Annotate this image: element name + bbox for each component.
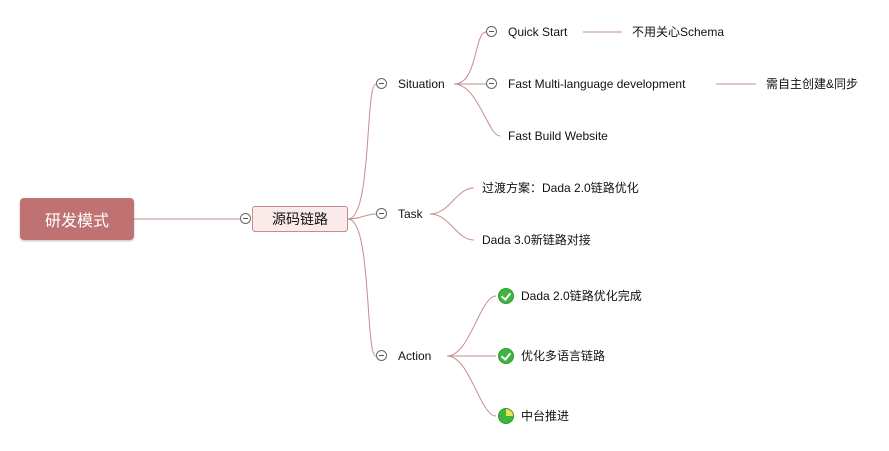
situation-node[interactable]: Situation [398,77,445,91]
connector-situation-quickstart [453,31,487,85]
connector-main-situation [347,83,377,220]
zhongtai-node[interactable]: 中台推进 [521,409,570,423]
collapse-multilang-icon[interactable] [486,78,497,89]
website-node[interactable]: Fast Build Website [508,129,608,143]
multilang-node[interactable]: Fast Multi-language development [508,77,686,91]
collapse-action-icon[interactable] [376,350,387,361]
collapse-task-icon[interactable] [376,208,387,219]
connector-task-transition [429,187,475,215]
done-check-icon [498,348,514,364]
task-node[interactable]: Task [398,207,423,221]
collapse-situation-icon[interactable] [376,78,387,89]
connector-task-dada3 [429,213,475,241]
root-node[interactable]: 研发模式 [20,198,134,240]
connector-action-zhongtai [446,355,497,417]
dada3-node[interactable]: Dada 3.0新链路对接 [482,233,591,247]
progress-pie-icon [498,408,514,424]
quickstart-note-node[interactable]: 不用关心Schema [632,25,725,39]
multilang-done-node[interactable]: 优化多语言链路 [521,349,606,363]
collapse-quickstart-icon[interactable] [486,26,497,37]
done-check-icon [498,288,514,304]
quickstart-node[interactable]: Quick Start [508,25,568,39]
connector-main-action [347,218,377,357]
main-topic-node[interactable]: 源码链路 [252,206,348,232]
transition-plan-node[interactable]: 过渡方案：Dada 2.0链路优化 [482,181,639,195]
dada2-done-node[interactable]: Dada 2.0链路优化完成 [521,289,642,303]
connector-action-dada2 [446,295,497,357]
multilang-note-node[interactable]: 需自主创建&同步 [766,77,859,91]
connector-situation-website [453,83,501,137]
action-node[interactable]: Action [398,349,432,363]
collapse-main-icon[interactable] [240,213,251,224]
connector-main-task [347,213,377,220]
